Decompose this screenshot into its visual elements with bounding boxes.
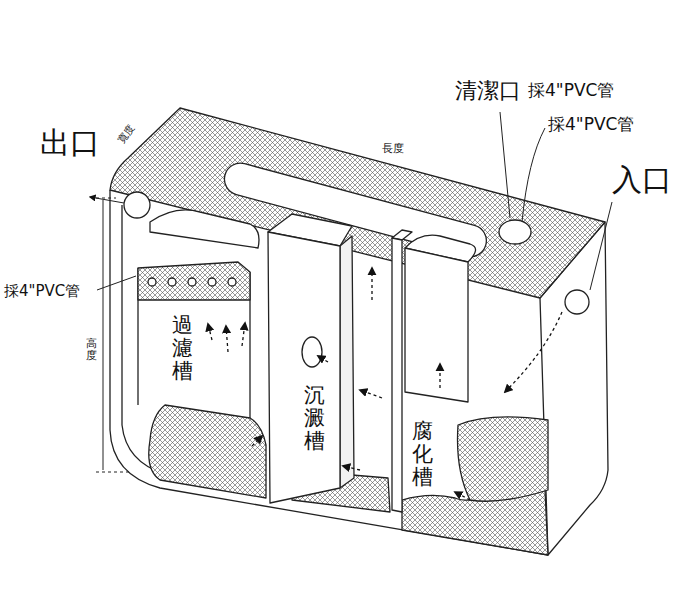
part-label: 採4"PVC管 (548, 115, 634, 135)
tank-chamber: 沉澱槽 (302, 382, 327, 456)
tank-chamber: 腐化槽 (410, 418, 435, 492)
chamber-label: 沉澱槽 (304, 384, 325, 453)
part-label: 採4"PVC管 (4, 283, 80, 300)
tank-chamber: 過濾槽 (170, 312, 195, 386)
part-label: 採4"PVC管 (528, 81, 614, 101)
part-label: 入口 (612, 163, 672, 198)
part-label: 清潔口 (455, 78, 521, 103)
chamber-label: 過濾槽 (172, 314, 193, 383)
dimension-label: 高度 (86, 338, 97, 362)
dimension-label: 寬度 (116, 122, 137, 145)
part-label: 出口 (40, 126, 100, 161)
chamber-label: 腐化槽 (412, 420, 433, 489)
part-label: 長度 (382, 143, 404, 156)
